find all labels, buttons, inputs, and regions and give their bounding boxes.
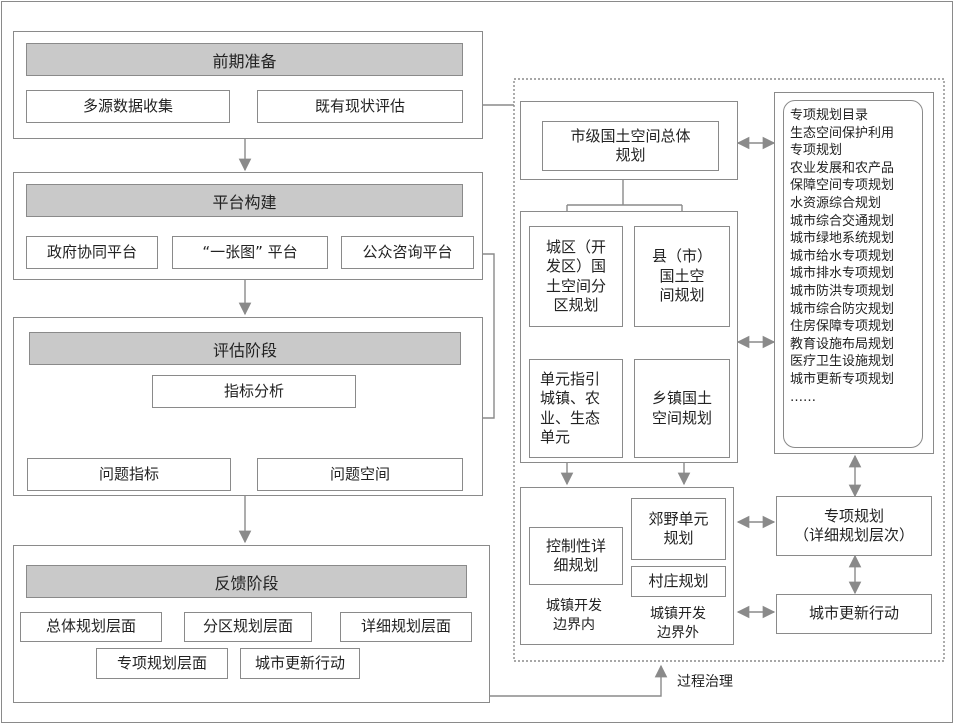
- master-plan-box: 市级国土空间总体 规划: [542, 121, 719, 171]
- special-list-item: 专项规划: [790, 143, 843, 159]
- eval-item-space: 问题空间: [257, 458, 463, 491]
- special-list-item: 医疗卫生设施规划: [790, 354, 895, 370]
- stage-prep-title: 前期准备: [26, 43, 463, 76]
- stage-eval-title: 评估阶段: [29, 332, 461, 365]
- feedback-item-master: 总体规划层面: [20, 612, 162, 642]
- village-plan-box: 村庄规划: [631, 566, 726, 597]
- process-governance-label: 过程治理: [677, 674, 733, 690]
- control-plan-box: 控制性详 细规划: [529, 527, 623, 585]
- special-list-item: 城市综合交通规划: [790, 213, 895, 229]
- special-plan-list: 专项规划目录生态空间保护利用专项规划农业发展和农产品保障空间专项规划水资源综合规…: [783, 100, 923, 448]
- urban-renewal-box: 城市更新行动: [776, 594, 932, 634]
- special-list-item: 住房保障专项规划: [790, 319, 895, 335]
- special-list-item: 城市综合防灾规划: [790, 301, 895, 317]
- special-list-item: 专项规划目录: [790, 108, 869, 123]
- special-list-item: ……: [790, 389, 816, 405]
- special-list-item: 教育设施布局规划: [790, 336, 895, 352]
- special-list-item: 城市排水专项规划: [790, 266, 895, 282]
- district-plan-box: 城区（开 发区）国 土空间分 区规划: [529, 226, 623, 327]
- feedback-item-district: 分区规划层面: [184, 612, 312, 642]
- township-plan-box: 乡镇国土 空间规划: [634, 359, 730, 458]
- feedback-item-special: 专项规划层面: [96, 648, 228, 679]
- unit-guide-box: 单元指引 城镇、农 业、生态 单元: [529, 359, 623, 458]
- eval-item-indicator: 问题指标: [27, 458, 231, 491]
- prep-item-status-evaluation: 既有现状评估: [257, 90, 463, 123]
- special-list-item: 城市给水专项规划: [790, 248, 895, 264]
- special-list-item: 水资源综合规划: [790, 195, 882, 211]
- special-detail-box: 专项规划 （详细规划层次）: [776, 496, 932, 556]
- special-list-item: 城市更新专项规划: [790, 371, 895, 387]
- stage-platform-title: 平台构建: [26, 184, 463, 217]
- rural-unit-box: 郊野单元 规划: [631, 498, 726, 560]
- inside-boundary-label: 城镇开发 边界内: [546, 598, 602, 633]
- special-list-item: 生态空间保护利用: [790, 125, 895, 141]
- platform-item-gov: 政府协同平台: [26, 236, 158, 269]
- special-list-item: 城市防洪专项规划: [790, 283, 895, 299]
- prep-item-data-collection: 多源数据收集: [26, 90, 230, 123]
- platform-item-public: 公众咨询平台: [341, 236, 474, 269]
- feedback-item-renewal: 城市更新行动: [240, 648, 360, 679]
- stage-feedback-title: 反馈阶段: [26, 565, 467, 598]
- special-list-item: 农业发展和农产品: [790, 160, 895, 176]
- special-list-item: 城市绿地系统规划: [790, 231, 895, 247]
- special-list-item: 保障空间专项规划: [790, 178, 895, 194]
- county-plan-box: 县（市） 国土空 间规划: [634, 226, 730, 327]
- feedback-item-detail: 详细规划层面: [340, 612, 472, 642]
- outside-boundary-label: 城镇开发 边界外: [650, 606, 706, 641]
- platform-item-one-map: “一张图” 平台: [172, 236, 328, 269]
- eval-analysis: 指标分析: [152, 375, 356, 408]
